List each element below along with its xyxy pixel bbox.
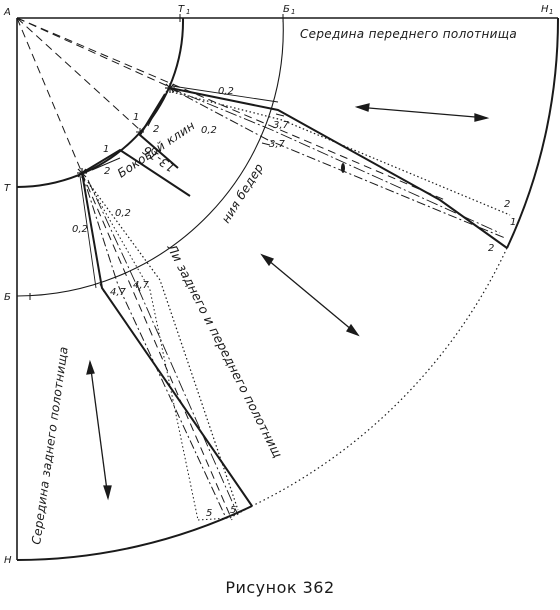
num-5-a: 5: [206, 508, 212, 519]
num-02-second: 0,2: [201, 125, 217, 136]
num-02-top: 0,2: [218, 86, 234, 97]
hip-arc: [16, 17, 284, 297]
grain-arrow-side: [260, 253, 360, 337]
point-h1: Н: [541, 4, 549, 15]
num-37-b: 3,7: [269, 139, 286, 150]
side-wedge-left: [147, 93, 166, 127]
side-wedge-inner: [91, 157, 121, 171]
num-5-b: 5: [230, 505, 236, 516]
hem-arc-bottom: [16, 505, 253, 561]
grain-arrow-front: [354, 103, 490, 122]
skirt-pattern-diagram: А Т 1 Б 1 Н 1 Т Б Н Середина переднего п…: [3, 4, 560, 566]
point-t: Т: [4, 183, 11, 194]
num-02-left2: 0,2: [115, 208, 131, 219]
hem-arc-solid: [506, 17, 560, 249]
star-point-wedge: [136, 128, 144, 136]
num-47-b: 4,7: [133, 280, 150, 291]
side-wedge-top: [81, 148, 191, 197]
back-hem-dotted: [197, 505, 253, 521]
grain-arrow-back: [86, 359, 112, 501]
point-a: А: [3, 7, 11, 18]
num-2-a: 2: [153, 124, 159, 135]
back-side-thin: [79, 175, 97, 289]
point-t1-sub: 1: [186, 8, 190, 16]
num-2-b: 2: [104, 166, 110, 177]
waist-arc: [16, 17, 185, 188]
tick-4: [135, 282, 141, 292]
point-t1: Т: [178, 4, 185, 15]
dash-line-a-5: [81, 172, 233, 521]
front-side-dashdot: [169, 87, 506, 239]
point-b1: Б: [283, 4, 290, 15]
star-point-back: [77, 168, 87, 178]
dash-line-a-4: [16, 17, 83, 174]
back-side-dotted: [87, 181, 239, 511]
tick-1: [275, 113, 285, 117]
figure-caption: Рисунок 362: [225, 578, 335, 597]
back-side-dashdot: [81, 172, 227, 519]
num-02-left: 0,2: [72, 224, 88, 235]
dash-line-a-2: [16, 17, 173, 89]
point-b: Б: [4, 292, 11, 303]
label-side-lines: Ли заднего и переднего полотнищ: [164, 241, 286, 461]
point-b1-sub: 1: [291, 8, 295, 16]
dash-line-a-3: [16, 17, 141, 131]
num-47-a: 4,7: [110, 287, 127, 298]
num-2-c: 2: [504, 199, 510, 210]
num-37-a: 3,7: [273, 120, 290, 131]
tick-3: [99, 283, 105, 293]
back-side-dashdot2: [87, 179, 239, 516]
front-side-thin: [171, 85, 279, 103]
num-1-b: 1: [103, 144, 109, 155]
label-hip-line: ния бедер: [219, 161, 267, 226]
front-side-solid: [169, 87, 508, 249]
front-side-dashdot2: [169, 87, 501, 234]
num-1-c: 1: [510, 217, 516, 228]
num-1-a: 1: [133, 112, 139, 123]
front-side-dotted: [171, 91, 511, 216]
label-back-middle: Середина заднего полотнища: [29, 346, 71, 546]
back-side-dotted2: [87, 181, 199, 521]
tick-2: [261, 142, 271, 146]
point-h: Н: [4, 555, 12, 566]
hem-arc-dotted: [251, 247, 508, 507]
point-h1-sub: 1: [549, 8, 553, 16]
notch-marker: [341, 163, 345, 173]
num-2-d: 2: [488, 243, 494, 254]
label-front-middle: Середина переднего полотнища: [300, 27, 517, 41]
star-point-front: [165, 83, 175, 93]
